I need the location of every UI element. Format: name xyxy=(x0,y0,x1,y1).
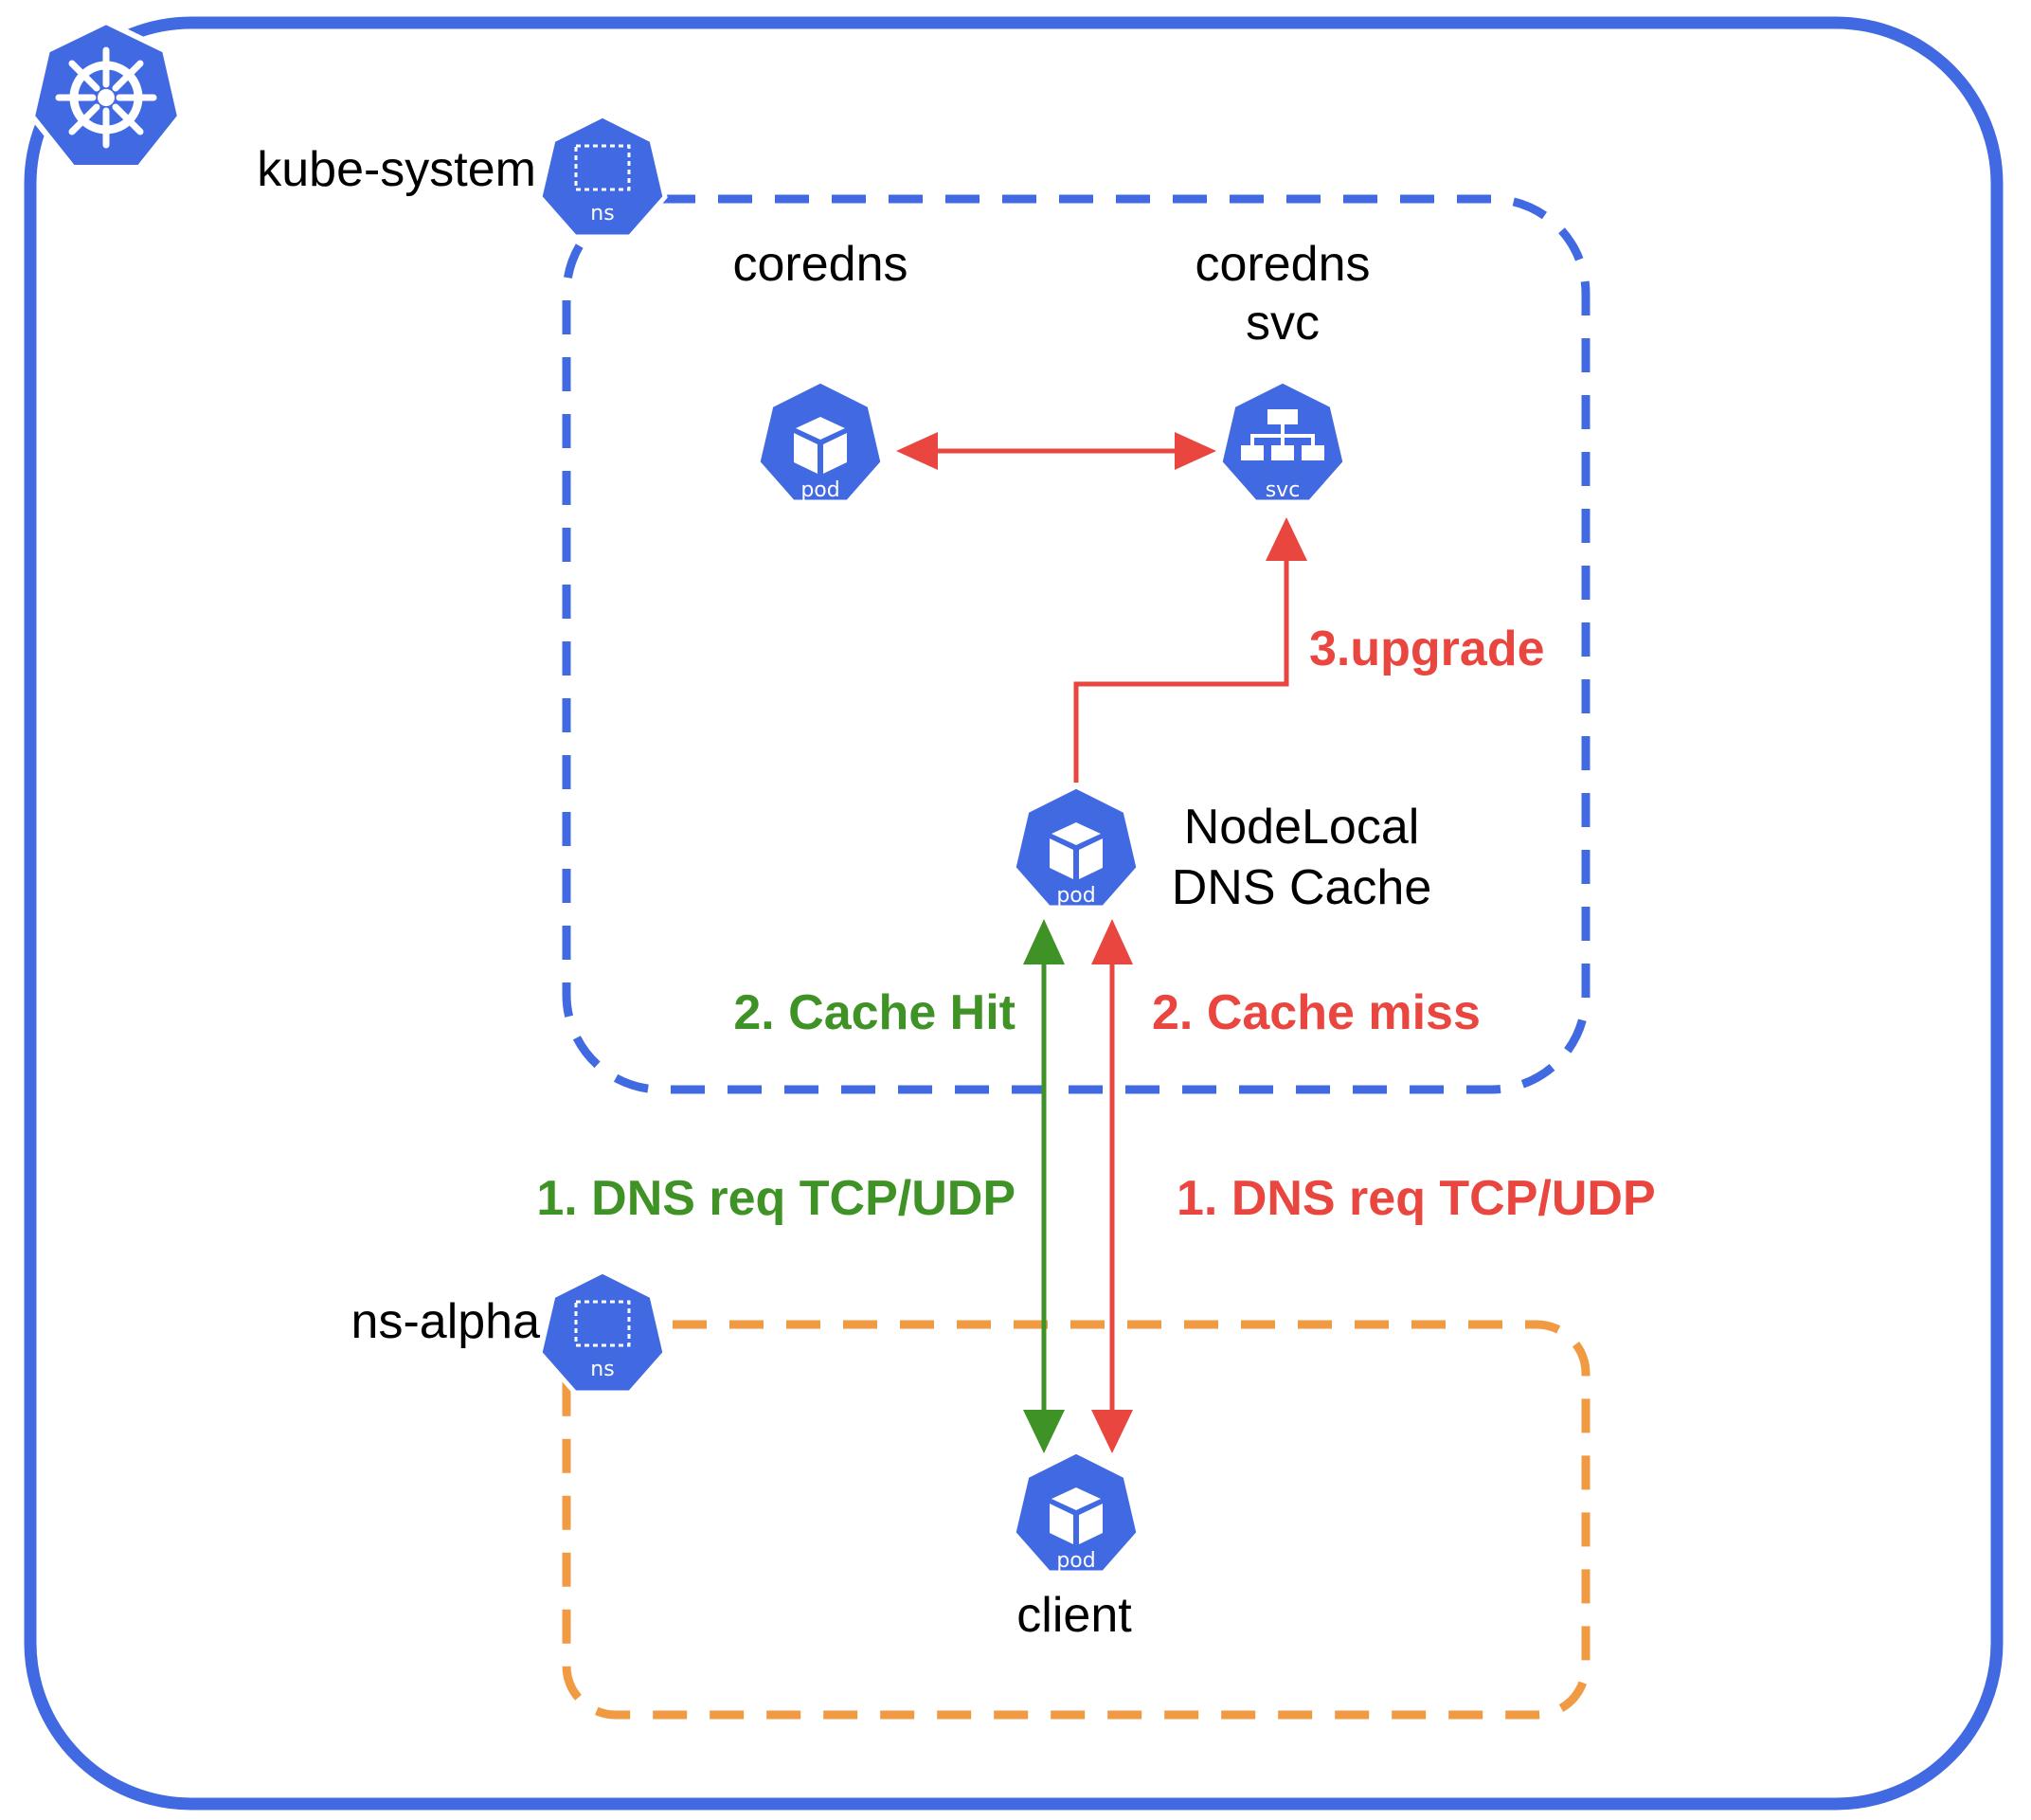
nodelocal-pod-icon: pod xyxy=(1014,786,1139,908)
coredns-pod-label: coredns xyxy=(733,237,908,292)
kube-system-icon-text: ns xyxy=(590,202,614,225)
kubernetes-helm-icon xyxy=(29,19,183,171)
service-icon: svc xyxy=(1220,381,1345,502)
upgrade-arrow xyxy=(1073,517,1307,783)
pod-svc-arrow xyxy=(896,432,1216,470)
coredns-pod-icon-text: pod xyxy=(800,478,839,502)
nodelocal-label-line1: NodeLocal xyxy=(1184,800,1420,855)
dns-request-hit-label: 1. DNS req TCP/UDP xyxy=(536,1171,1016,1226)
coredns-svc-icon-text: svc xyxy=(1266,478,1301,502)
kube-system-label: kube-system xyxy=(257,142,536,197)
ns-alpha-namespace-icon: ns xyxy=(540,1271,665,1393)
coredns-svc-label-line1: coredns xyxy=(1195,237,1371,292)
ns-alpha-label: ns-alpha xyxy=(351,1294,541,1349)
client-pod-icon: pod xyxy=(1014,1451,1139,1573)
cache-hit-arrow xyxy=(1023,919,1065,1453)
cache-miss-label: 2. Cache miss xyxy=(1152,985,1481,1040)
kube-system-namespace-icon: ns xyxy=(540,116,665,237)
kube-system-namespace-box xyxy=(562,194,1591,1094)
nodelocal-label-line2: DNS Cache xyxy=(1172,860,1432,915)
ns-alpha-namespace-box xyxy=(562,1320,1591,1720)
coredns-svc-label-line2: svc xyxy=(1246,296,1320,351)
client-label: client xyxy=(1016,1588,1132,1643)
client-icon-text: pod xyxy=(1056,1549,1095,1573)
dns-request-miss-label: 1. DNS req TCP/UDP xyxy=(1177,1171,1656,1226)
cache-hit-label: 2. Cache Hit xyxy=(733,985,1016,1040)
ns-alpha-icon-text: ns xyxy=(590,1358,614,1381)
cluster-frame xyxy=(24,16,2004,1811)
nodelocal-icon-text: pod xyxy=(1056,884,1095,908)
upgrade-label: 3.upgrade xyxy=(1309,622,1545,676)
cache-miss-arrow xyxy=(1091,919,1133,1453)
coredns-pod-icon: pod xyxy=(758,381,883,502)
